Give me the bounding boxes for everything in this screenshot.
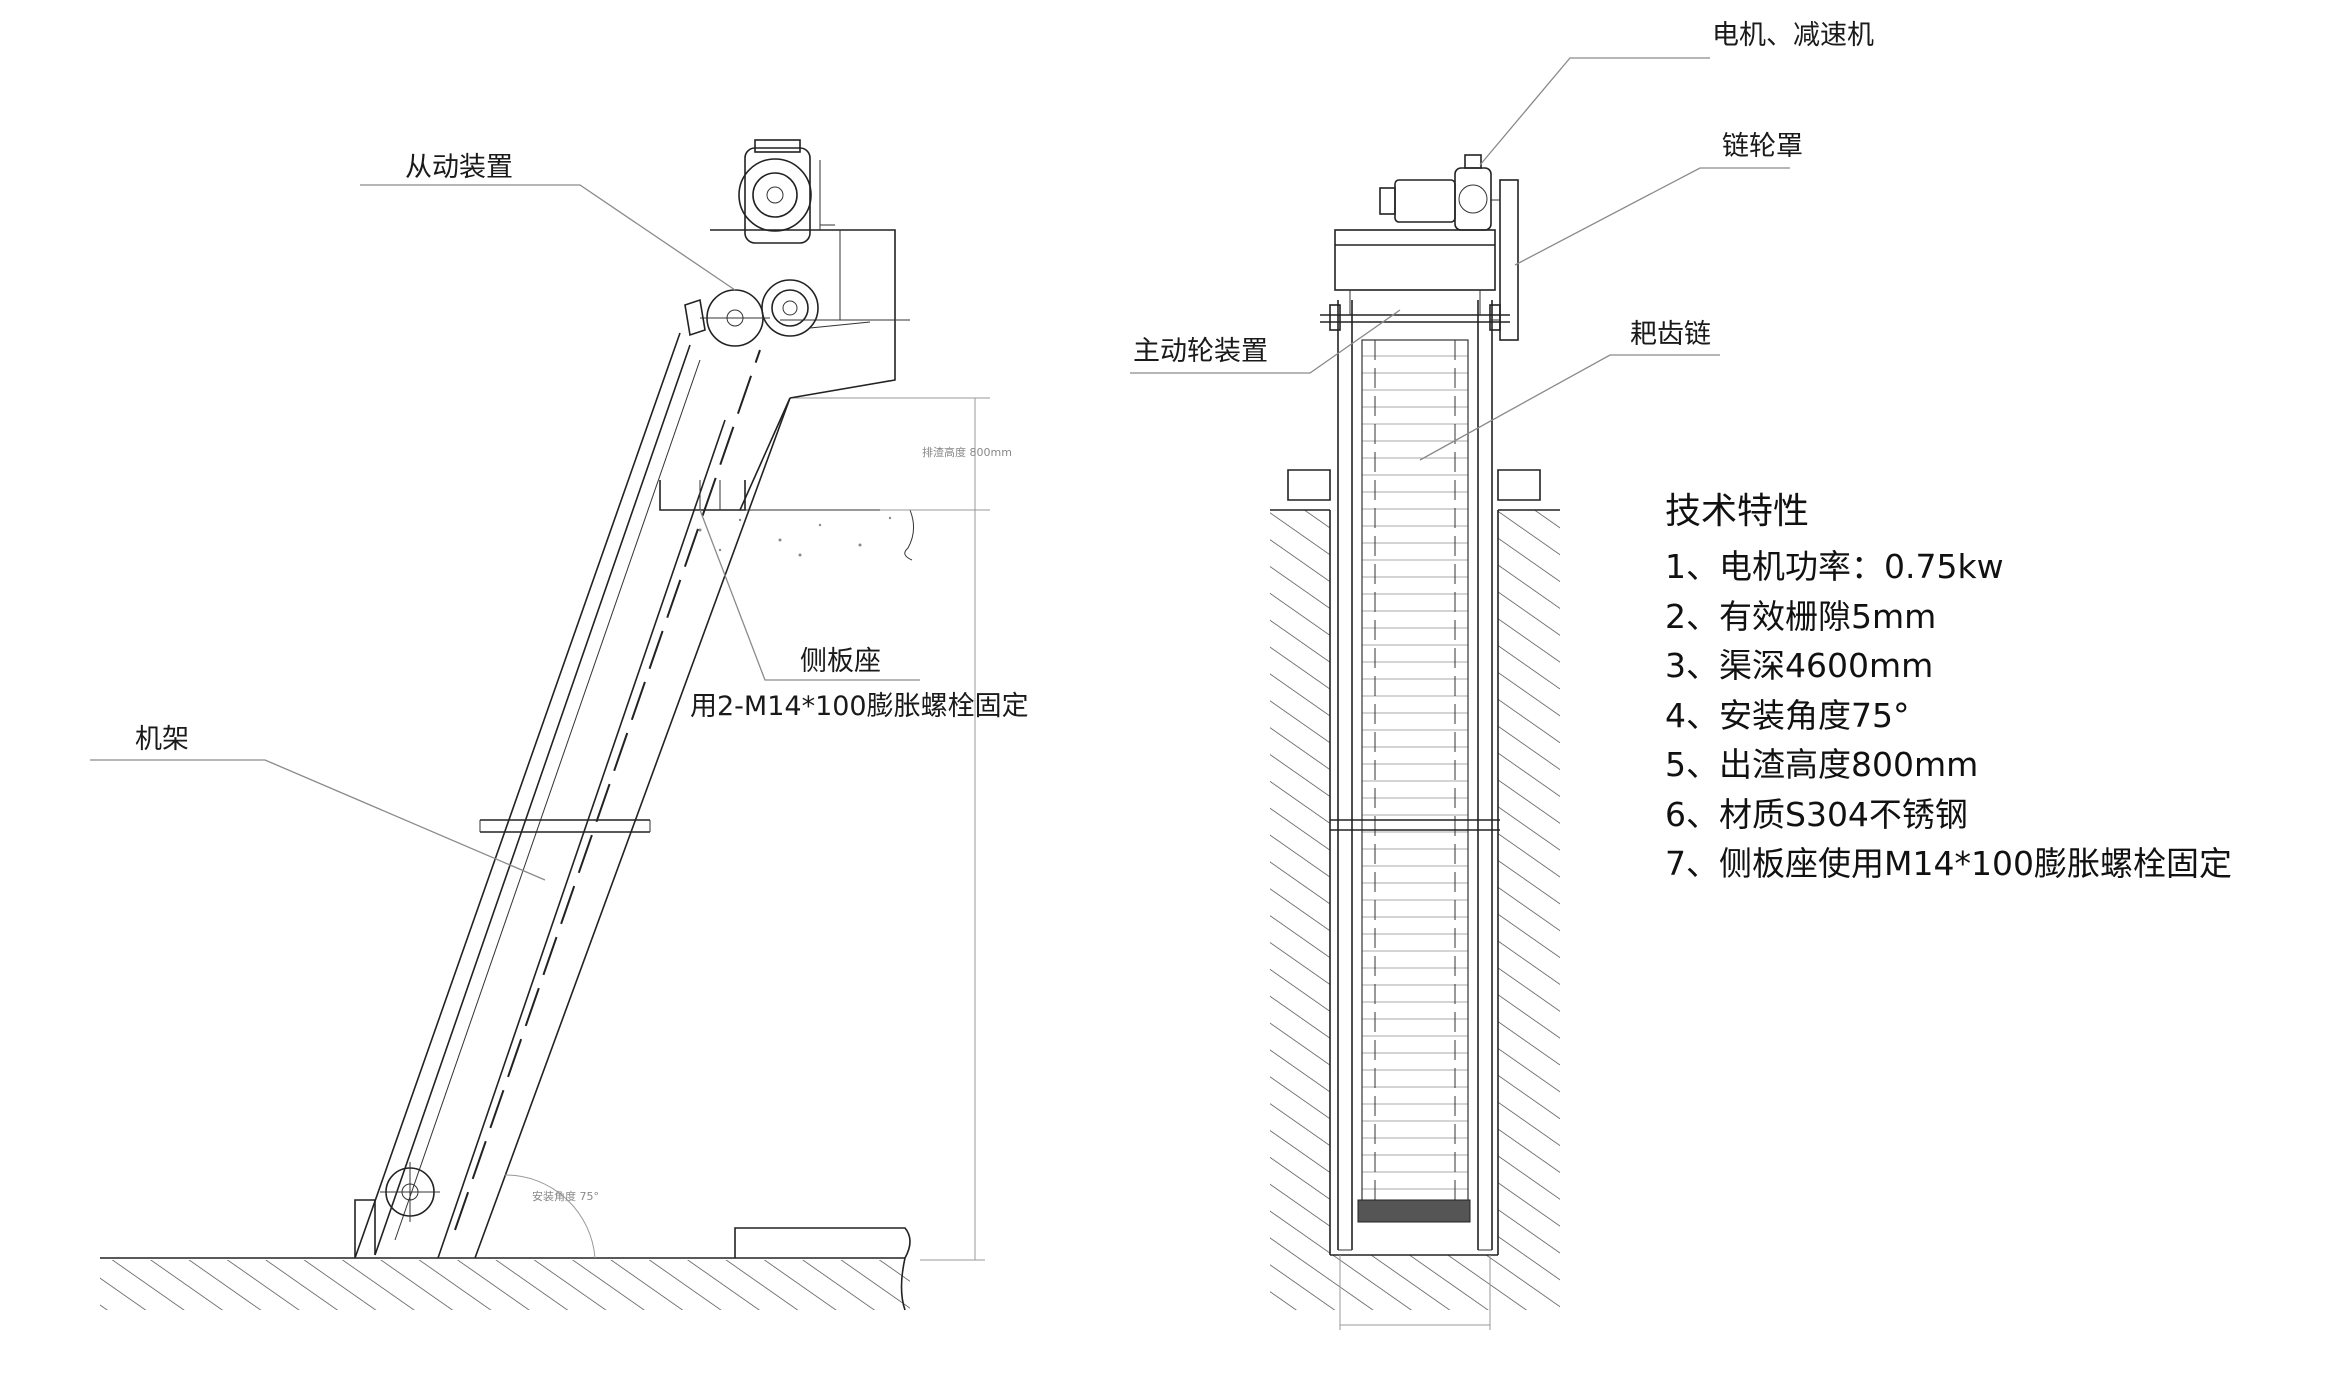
driven-device bbox=[684, 139, 871, 347]
drive-assembly bbox=[1320, 154, 1519, 341]
left-wall-hatch bbox=[1270, 510, 1330, 1310]
label-driven-device: 从动装置 bbox=[405, 152, 513, 183]
right-wall-hatch bbox=[1498, 510, 1560, 1310]
spec-item-6: 6、材质S304不锈钢 bbox=[1665, 794, 1968, 834]
bottom-hatch bbox=[1330, 1255, 1498, 1310]
spec-item-2: 2、有效栅隙5mm bbox=[1665, 596, 1937, 636]
front-view: 电机、减速机 链轮罩 主动轮装置 耙齿链 bbox=[1130, 20, 1874, 1330]
spec-item-4: 4、安装角度75° bbox=[1665, 695, 1910, 735]
discharge-chute bbox=[710, 229, 910, 511]
label-side-plate-seat: 侧板座 bbox=[800, 646, 881, 677]
ground-step bbox=[734, 1227, 911, 1311]
label-motor-reducer: 电机、减速机 bbox=[1712, 20, 1874, 51]
specs-title: 技术特性 bbox=[1665, 491, 1810, 532]
spec-item-1: 1、电机功率：0.75kw bbox=[1665, 547, 2004, 586]
label-rake-chain: 耙齿链 bbox=[1630, 319, 1711, 350]
bottom-screen bbox=[1357, 1199, 1471, 1223]
spec-item-7: 7、侧板座使用M14*100膨胀螺栓固定 bbox=[1665, 844, 2232, 883]
channel-top bbox=[660, 509, 914, 561]
rake-chain bbox=[1361, 339, 1469, 1206]
technical-specs: 技术特性 1、电机功率：0.75kw 2、有效栅隙5mm 3、渠深4600mm … bbox=[1665, 482, 2325, 889]
label-driving-wheel-device: 主动轮装置 bbox=[1133, 336, 1268, 367]
platform-dots bbox=[698, 516, 892, 557]
side-view: 排渣高度 800mm bbox=[90, 139, 1029, 1311]
spec-item-5: 5、出渣高度800mm bbox=[1665, 745, 1979, 784]
label-sprocket-cover: 链轮罩 bbox=[1722, 131, 1803, 162]
spec-item-3: 3、渠深4600mm bbox=[1665, 646, 1934, 685]
ground-hatch bbox=[100, 1260, 910, 1310]
install-angle-dim: 安装角度 75° bbox=[532, 1189, 599, 1203]
label-frame: 机架 bbox=[135, 724, 189, 755]
label-bolt-note: 用2-M14*100膨胀螺栓固定 bbox=[690, 691, 1029, 722]
frame-rails bbox=[1337, 300, 1493, 1251]
discharge-height-dim: 排渣高度 800mm bbox=[922, 445, 1012, 459]
inclined-frame bbox=[354, 332, 791, 1259]
